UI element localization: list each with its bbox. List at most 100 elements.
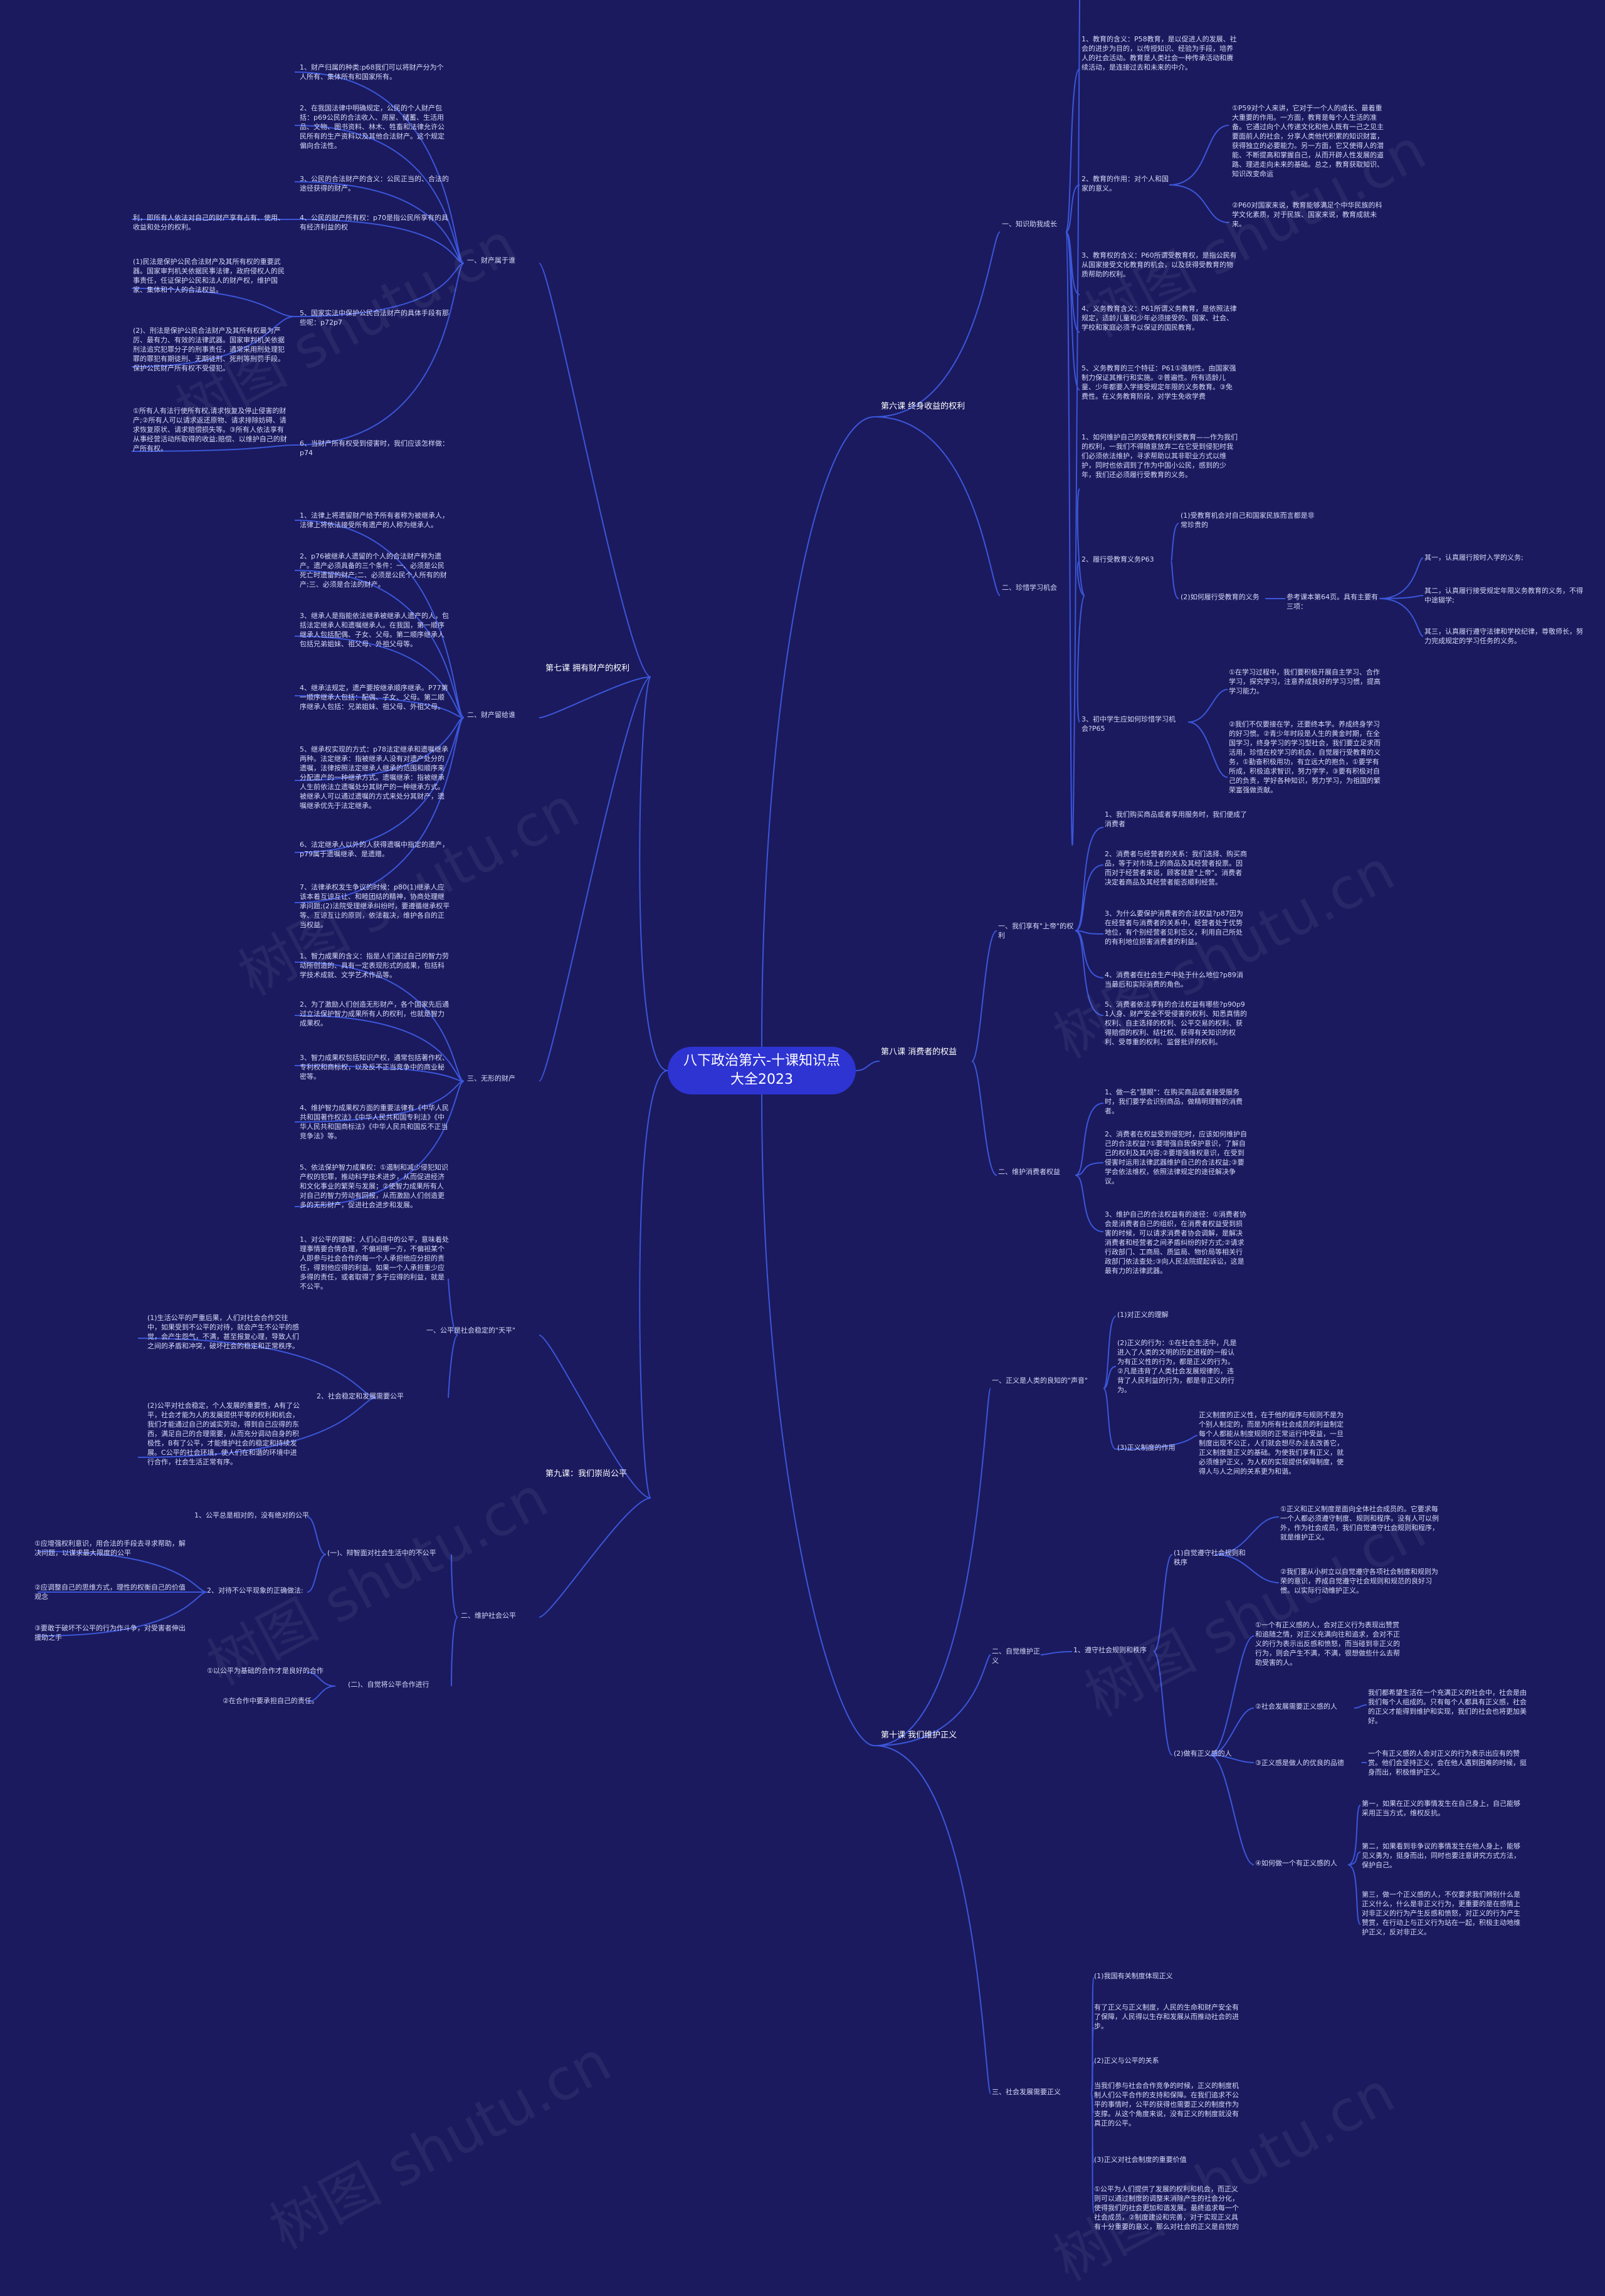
- l9-item: 1、公平总是相对的，没有绝对的公平: [194, 1511, 309, 1519]
- l9-section-1[interactable]: 一、公平是社会稳定的"天平": [426, 1326, 516, 1334]
- l7-item: 6、法定继承人以外的人获得遗嘱中指定的遗产，p79属于遗嘱继承、是遗赠。: [300, 841, 449, 858]
- lesson-10-title[interactable]: 第十课 我们维护正义: [881, 1731, 957, 1740]
- l10-item: ①公平为人们提供了发展的权利和机会，而正义则可以通过制度的调整来消除产生的社会分…: [1094, 2185, 1239, 2231]
- l7-item: 利，即所有人依法对自己的财产享有占有、使用、收益和处分的权利。: [133, 214, 285, 231]
- l10-item: ①一个有正义感的人，会对正义行为表现出赞赏和追随之情，对正义充满向往和追求，会对…: [1255, 1621, 1400, 1667]
- lesson-8-title[interactable]: 第八课 消费者的权益: [881, 1047, 957, 1057]
- l10-item: (2)做有正义感的人: [1174, 1749, 1232, 1758]
- center-topic[interactable]: 八下政治第六-十课知识点 大全2023: [668, 1047, 856, 1094]
- l10-item: 当我们参与社会合作竞争的时候，正义的制度机制人们公平合作的支持和保障。在我们追求…: [1094, 2082, 1239, 2127]
- l7-item: 1、法律上将遗留财产给予所有者称为被继承人，法律上将依法接受所有遗产的人称为继承…: [300, 511, 449, 529]
- l6-item: 1、教育的含义：P58教育，是以促进人的发展、社会的进步为目的，以传授知识、经验…: [1081, 35, 1237, 71]
- l8-item: 4、消费者在社会生产中处于什么地位?p89消当最后和实际消费的角色。: [1105, 971, 1243, 988]
- l7-item: 3、智力成果权包括知识产权，通常包括著作权、专利权和商标权，以及反不正当竞争中的…: [300, 1054, 449, 1081]
- l10-item: 正义制度的正义性，在于他的程序与规则不是为个别人制定的，而是为所有社会成员的利益…: [1199, 1411, 1344, 1476]
- l10-section-1[interactable]: 一、正义是人类的良知的"声音": [992, 1376, 1088, 1385]
- l10-item: 有了正义与正义制度，人民的生命和财产安全有了保障，人民得以生存和发展从而推动社会…: [1094, 2003, 1239, 2030]
- l6-item: (1)受教育机会对自己和国家民族而言都是非常珍贵的: [1181, 511, 1315, 529]
- l7-item: 4、维护智力成果权方面的重要法律有《中华人民共和国著作权法》《中华人民共和国专利…: [300, 1104, 449, 1140]
- l8-section-2[interactable]: 二、维护消费者权益: [998, 1168, 1060, 1176]
- l10-section-2[interactable]: 二、自觉维护正义: [992, 1647, 1040, 1665]
- l6-item: 2、履行受教育义务P63: [1081, 555, 1154, 564]
- lesson-7-title[interactable]: 第七课 拥有财产的权利: [545, 664, 630, 673]
- l9-section-2[interactable]: 二、维护社会公平: [461, 1612, 516, 1620]
- l6-item: 3、教育权的含义：P60所谓受教育权，是指公民有从国家接受文化教育的机会，以及获…: [1081, 251, 1237, 278]
- l9-item: ①以公平为基础的合作才是良好的合作: [207, 1667, 324, 1675]
- lesson-9-title[interactable]: 第九课：我们崇尚公平: [545, 1469, 628, 1479]
- l6-item: 4、义务教育含义：P61所谓义务教育，是依照法律规定，适龄儿童和少年必须接受的、…: [1081, 305, 1237, 332]
- l6-item: 其一，认真履行按时入学的义务;: [1424, 553, 1523, 562]
- l10-item: (3)正义制度的作用: [1117, 1444, 1176, 1452]
- l7-item: 5、依法保护智力成果权：①遏制和减少侵犯知识产权的犯罪，推动科学技术进步，从而促…: [300, 1163, 448, 1209]
- l10-item: 第二，如果看到非争议的事情发生在他人身上，能够见义勇为，挺身而出，同时也要注意讲…: [1362, 1842, 1520, 1869]
- l7-section-1[interactable]: 一、财产属于谁: [467, 256, 515, 265]
- l7-item: 1、智力成果的含义：指是人们通过自己的智力劳动所创造的、具有一定表现形式的成果，…: [300, 952, 449, 979]
- l6-item: 3、初中学生应如何珍惜学习机会?P65: [1081, 715, 1176, 733]
- l10-item: (1)自觉遵守社会规则和秩序: [1174, 1549, 1246, 1566]
- l9-item: ②在合作中要承担自己的责任。: [223, 1697, 318, 1705]
- l10-branch: 1、遵守社会规则和秩序: [1073, 1646, 1147, 1654]
- l8-item: 3、维护自己的合法权益有的途径：①消费者协会是消费者自己的组织，在消费者权益受到…: [1105, 1210, 1246, 1275]
- l6-item: ②我们不仅要接在学，还要终本学。养成终身学习的好习惯。②青少年时段是人生的黄金时…: [1229, 720, 1381, 794]
- l9-item: 1、对公平的理解：人们心目中的公平，意味着处理事情要合情合理，不偏袒哪一方，不偏…: [300, 1235, 449, 1291]
- l8-item: 1、做一名"慧眼"：在购买商品或者接受服务时，我们要学会识别商品，做精明理智的消…: [1105, 1088, 1243, 1115]
- l6-item: (2)如何履行受教育的义务: [1181, 593, 1260, 601]
- l9-item: ①应增强权利意识，用合法的手段去寻求帮助，解决问题，以谋求最大限度的公平: [34, 1539, 186, 1557]
- l10-section-3[interactable]: 三、社会发展需要正义: [992, 2088, 1061, 2096]
- l9-item: (2)公平对社会稳定，个人发展的重要性，A有了公平，社会才能为人的发展提供平等的…: [147, 1402, 300, 1466]
- l7-item: 6、当财产所有权受到侵害时，我们应该怎样做：p74: [300, 439, 449, 457]
- l10-item: (3)正义对社会制度的重要价值: [1094, 2156, 1187, 2164]
- center-title: 八下政治第六-十课知识点 大全2023: [683, 1053, 840, 1088]
- l6-item: 其二，认真履行接受规定年限义务教育的义务，不得中途辍学;: [1424, 587, 1583, 604]
- l7-item: 1、财产归属的种类:p68我们可以将财产分为个人所有、集体所有和国家所有。: [300, 63, 444, 81]
- l7-item: 3、继承人是指能依法继承被继承人遗产的人，包括法定继承人和遗嘱继承人。在我国，第…: [300, 612, 449, 648]
- l7-item: (2)、刑法是保护公民合法财产及其所有权最为严厉、最有力、有效的法律武器。国家审…: [133, 327, 285, 372]
- l9-item: ②应调整自己的思维方式，理性的权衡自己的价值观念: [34, 1583, 186, 1601]
- l6-section-2[interactable]: 二、珍惜学习机会: [1002, 584, 1057, 592]
- l6-item: 2、教育的作用：对个人和国家的意义。: [1081, 175, 1169, 192]
- l6-section-1[interactable]: 一、知识助我成长: [1002, 220, 1057, 228]
- l9-item: 2、对待不公平现象的正确做法:: [207, 1586, 303, 1595]
- l10-item: (1)我国有关制度体现正义: [1094, 1972, 1173, 1980]
- l7-item: (1)民法是保护公民合法财产及其所有权的重要武器。国家审判机关依据民事法律，政府…: [133, 258, 285, 294]
- l7-item: ①所有人有法行使所有权,请求恢复及停止侵害的财产;②所有人可以请求返还原物、请求…: [133, 407, 287, 453]
- l7-item: 4、继承法规定，遗产要按继承顺序继承。P77第一顺序继承人包括：配偶、子女、父母…: [300, 684, 448, 711]
- lesson-6-title[interactable]: 第六课 终身收益的权利: [881, 402, 966, 411]
- l9-item: ③要敢于破坏不公平的行为作斗争，对受害者伸出援助之手: [34, 1624, 186, 1642]
- l9-item: 2、社会稳定和发展需要公平: [317, 1392, 404, 1400]
- l10-item: 第一，如果在正义的事情发生在自己身上，自己能够采用正当方式，维权反抗。: [1362, 1800, 1520, 1817]
- l10-item: ②我们要从小树立以自觉遵守各项社会制度和规则为荣的意识，养成自觉遵守社会规则和规…: [1280, 1568, 1438, 1595]
- l10-item: 第三，做一个正义感的人，不仅要求我们辨别什么是正义什么，什么是非正义行为，更重要…: [1362, 1890, 1520, 1936]
- l7-item: 2、为了激励人们创造无形财产，各个国家先后通过立法保护智力成果所有人的权利，也就…: [300, 1000, 449, 1027]
- l7-item: 5、继承权实现的方式：p78法定继承和遗嘱继承两种。法定继承：指被继承人没有对遗…: [300, 745, 448, 810]
- l9-item: (1)生活公平的严重后果，人们对社会合作交往中，如果受到不公平的对待，就会产生不…: [147, 1314, 299, 1350]
- l8-item: 5、消费者依法享有的合法权益有哪些?p90p91人身、财产安全不受侵害的权利、知…: [1105, 1000, 1247, 1046]
- l8-item: 1、我们购买商品或者享用服务时，我们便成了消费者: [1105, 810, 1247, 828]
- l6-item: 1、如何维护自己的受教育权利受教育——作为我们的权利，一我们不得随意放弃二在它受…: [1081, 433, 1238, 479]
- l10-item: (2)正义与公平的关系: [1094, 2057, 1159, 2065]
- l6-item: 5、义务教育的三个特征：P61①强制性。由国家强制力保证其推行和实施。②普遍性。…: [1081, 364, 1236, 401]
- l9-subsection: (二)、自觉将公平合作进行: [348, 1680, 429, 1689]
- l9-subsection: (一)、辩智面对社会生活中的不公平: [327, 1549, 436, 1557]
- l6-item: ①P59对个人来讲，它对于一个人的成长、最着重大重要的作用。一方面，教育是每个人…: [1232, 104, 1384, 178]
- l7-item: 2、在我国法律中明确规定，公民的个人财产包括：p69公民的合法收入、房屋、储蓄、…: [300, 104, 445, 150]
- l10-item: ①正义和正义制度是面向全体社会成员的。它要求每一个人都必须遵守制度、规则和程序。…: [1280, 1505, 1439, 1541]
- l10-item: ③正义感是做人的优良的品德: [1255, 1759, 1344, 1767]
- l7-item: 5、国家实法中保护公民合法财产的具体手段有那些呢：p72p7: [300, 309, 449, 327]
- l6-item: ①在学习过程中，我们要积极开展自主学习、合作学习，探究学习，注意养成良好的学习习…: [1229, 668, 1381, 695]
- l7-section-2[interactable]: 二、财产留给谁: [467, 711, 515, 719]
- l10-item: ②社会发展需要正义感的人: [1255, 1702, 1337, 1711]
- l8-item: 2、消费者在权益受到侵犯时，应该如何维护自己的合法权益?①要增强自我保护意识，了…: [1105, 1130, 1247, 1185]
- l10-item: (2)正义的行为：①在社会生活中，凡是进入了人类的文明的历史进程的一般认为有正义…: [1117, 1339, 1237, 1394]
- l7-section-3[interactable]: 三、无形的财产: [467, 1074, 515, 1082]
- l10-item: (1)对正义的理解: [1117, 1311, 1169, 1319]
- l7-item: 7、法律承权发生争议的时候：p80(1)继承人应该本着互谅互让、和睦团结的精神，…: [300, 883, 450, 929]
- l8-section-1[interactable]: 一、我们享有"上帝"的权利: [998, 922, 1074, 940]
- l8-item: 3、为什么要保护消费者的合法权益?p87因为在经营者与消费者的关系中，经营者处于…: [1105, 909, 1243, 946]
- l10-item: ④如何做一个有正义感的人: [1255, 1859, 1337, 1867]
- l7-item: 2、p76被继承人遗留的个人的合法财产称为遗产。遗产必须具备的三个条件：一、必须…: [300, 552, 447, 589]
- l6-item: 参考课本第64页。具有主要有三项：: [1287, 593, 1378, 611]
- l7-item: 4、公民的财产所有权：p70是指公民所享有的具有经济利益的权: [300, 214, 448, 231]
- l8-item: 2、消费者与经营者的关系：我们选择、购买商品，等于对市场上的商品及其经营者投票。…: [1105, 850, 1247, 886]
